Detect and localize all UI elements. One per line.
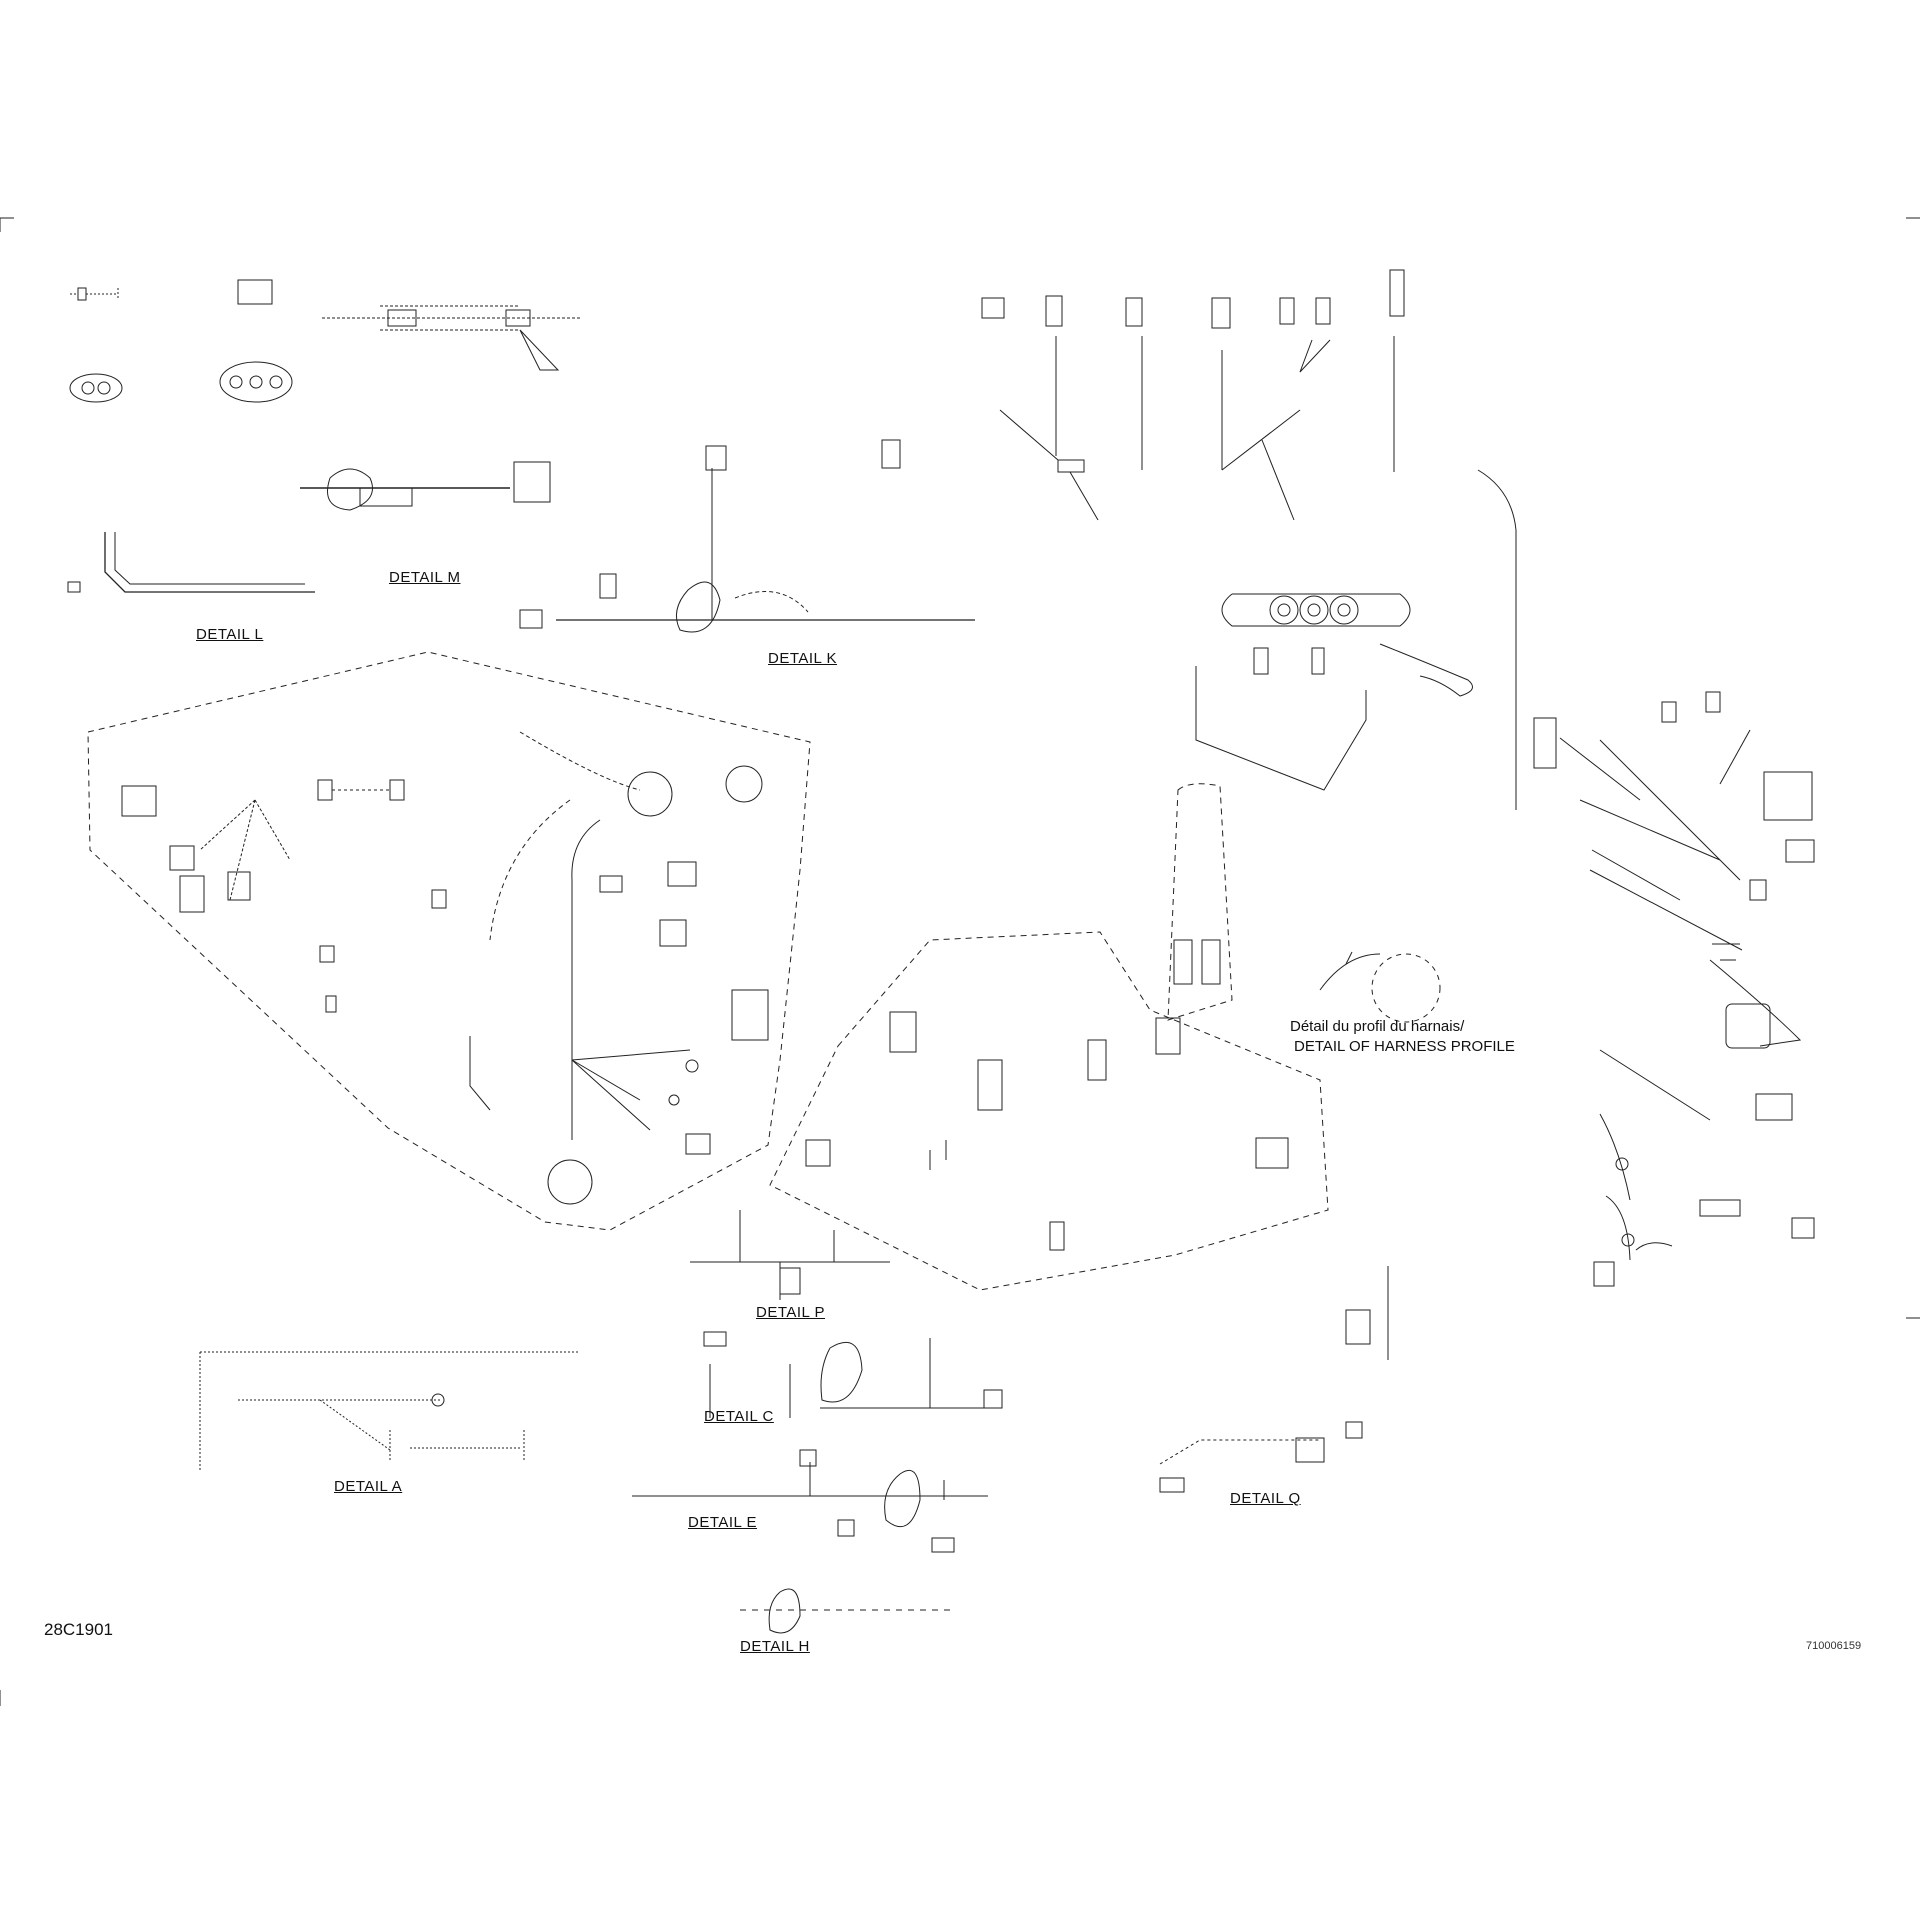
detail-e-label: DETAIL E	[688, 1514, 758, 1531]
cable-loop	[327, 468, 373, 511]
detail-a-label: DETAIL A	[334, 1478, 403, 1495]
crop-mark-top-left	[0, 217, 14, 232]
detail-m-label: DETAIL M	[389, 569, 461, 586]
zone-boundary-center	[769, 931, 1329, 1291]
detail-k-label: DETAIL K	[768, 650, 838, 667]
zone-boundary-left	[87, 651, 811, 1231]
detail-c-label: DETAIL C	[704, 1408, 774, 1425]
harness-profile-title-en: DETAIL OF HARNESS PROFILE	[1294, 1038, 1515, 1055]
detail-l-label: DETAIL L	[196, 626, 264, 643]
detail-h-label: DETAIL H	[740, 1638, 810, 1655]
connector-box	[237, 279, 273, 305]
detail-q-label: DETAIL Q	[1230, 1490, 1301, 1507]
connector-detail-shape	[69, 373, 123, 403]
drawing-id: 28C1901	[44, 1620, 114, 1639]
detail-p-label: DETAIL P	[756, 1304, 826, 1321]
legend-marker	[77, 287, 87, 301]
harness-profile-title-fr: Détail du profil du harnais/	[1290, 1018, 1465, 1035]
part-number: 710006159	[1806, 1640, 1862, 1652]
